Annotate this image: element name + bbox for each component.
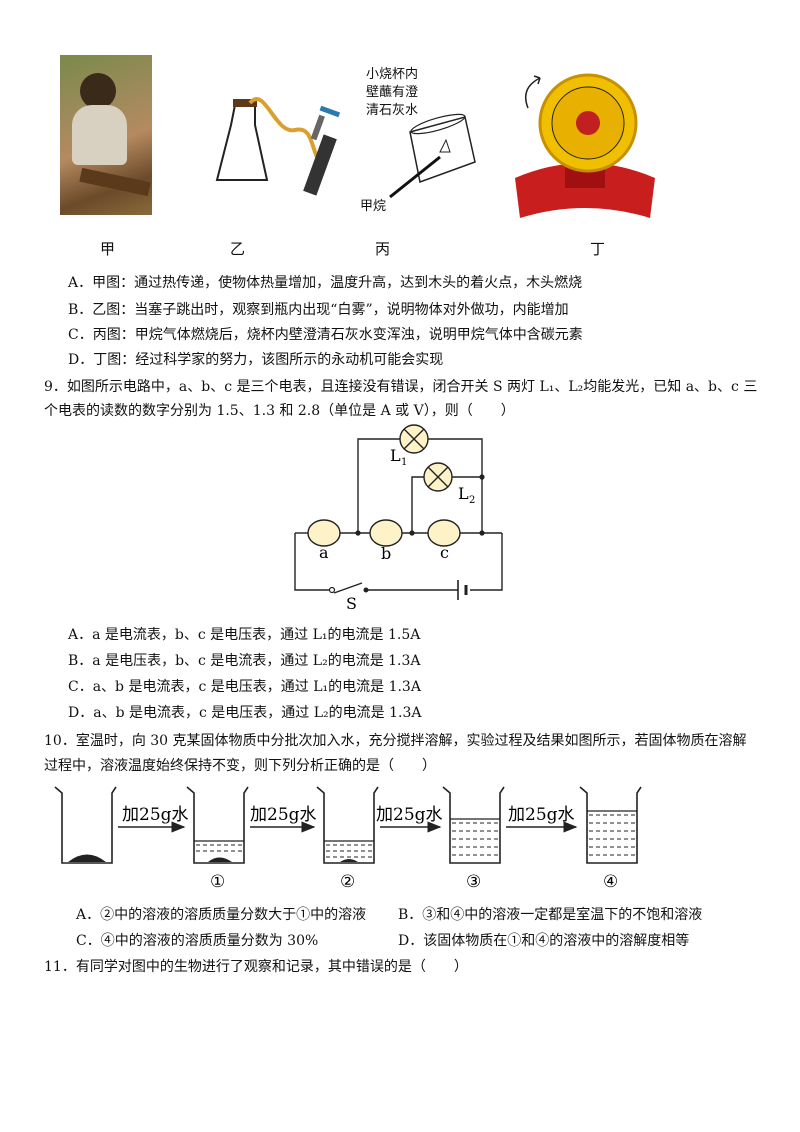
meter-b-icon — [369, 519, 403, 547]
switch-label: S — [346, 594, 357, 613]
lamp-l1-label: L — [390, 446, 401, 465]
figure-ding-wheel — [515, 73, 655, 218]
arrow-label-3: 加25g水 — [376, 805, 443, 825]
q9-circuit-diagram: L 1 L 2 a b c S — [294, 424, 503, 613]
figure-bing-note-2: 壁蘸有澄 — [366, 85, 419, 100]
lamp-l2-label: L — [458, 484, 469, 503]
figure-jia-photo — [60, 55, 152, 215]
q10-dissolution-diagram: 加25g水 加25g水 加25g水 加25g水 ① ② ③ ④ — [54, 786, 642, 892]
beaker-label-4: ④ — [603, 872, 618, 892]
q9-option-a: A．a 是电流表，b、c 是电压表，通过 L₁的电流是 1.5A — [68, 627, 421, 643]
q9-stem-line1: 9．如图所示电路中，a、b、c 是三个电表，且连接没有错误，闭合开关 S 两灯 … — [44, 379, 758, 395]
lamp-l1-icon — [399, 424, 429, 454]
q10-option-b: B．③和④中的溶液一定都是室温下的不饱和溶液 — [398, 907, 703, 923]
arrow-label-4: 加25g水 — [508, 805, 575, 825]
lamp-l2-icon — [423, 462, 453, 492]
q10-stem-line2: 过程中，溶液温度始终保持不变，则下列分析正确的是（ ） — [44, 758, 436, 774]
figure-bing-beaker — [389, 113, 476, 199]
figure-label-bing: 丙 — [375, 240, 391, 258]
figure-label-ding: 丁 — [590, 240, 606, 258]
q11-stem: 11．有同学对图中的生物进行了观察和记录，其中错误的是（ ） — [44, 959, 468, 975]
beaker-label-1: ① — [210, 872, 225, 892]
q9-option-c: C．a、b 是电流表，c 是电压表，通过 L₁的电流是 1.3A — [68, 679, 421, 695]
q10-option-a: A．②中的溶液的溶质质量分数大于①中的溶液 — [76, 907, 367, 923]
q9-option-d: D．a、b 是电流表，c 是电压表，通过 L₂的电流是 1.3A — [68, 705, 422, 721]
q10-option-d: D．该固体物质在①和④的溶液中的溶解度相等 — [398, 933, 690, 949]
figure-label-yi: 乙 — [230, 240, 246, 258]
arrow-label-2: 加25g水 — [250, 805, 317, 825]
q10-stem-line1: 10．室温时，向 30 克某固体物质中分批次加入水，充分搅拌溶解，实验过程及结果… — [44, 733, 747, 749]
meter-c-label: c — [440, 543, 449, 562]
q9-option-b: B．a 是电压表，b、c 是电流表，通过 L₂的电流是 1.3A — [68, 653, 421, 669]
q8-option-a: A．甲图：通过热传递，使物体热量增加，温度升高，达到木头的着火点，木头燃烧 — [68, 275, 583, 291]
figure-bing-note-3: 清石灰水 — [366, 103, 419, 118]
meter-b-label: b — [381, 544, 391, 563]
q8-option-c: C．丙图：甲烷气体燃烧后，烧杯内壁澄清石灰水变浑浊，说明甲烷气体中含碳元素 — [68, 327, 583, 343]
figure-label-jia: 甲 — [100, 240, 116, 258]
meter-a-label: a — [319, 543, 329, 562]
q8-option-d: D．丁图：经过科学家的努力，该图所示的永动机可能会实现 — [68, 352, 444, 368]
lamp-l2-subscript: 2 — [469, 495, 475, 506]
figure-yi-flask-pump — [215, 97, 341, 196]
figure-bing-gas-label: 甲烷 — [360, 199, 387, 214]
q10-option-c: C．④中的溶液的溶质质量分数为 30% — [76, 933, 319, 949]
meter-c-icon — [427, 519, 461, 547]
q9-stem-line2: 个电表的读数的数字分别为 1.5、1.3 和 2.8（单位是 A 或 V），则（… — [44, 403, 515, 419]
q8-option-b: B．乙图：当塞子跳出时，观察到瓶内出现“白雾”，说明物体对外做功，内能增加 — [68, 302, 569, 318]
figure-bing-note-1: 小烧杯内 — [366, 67, 419, 82]
beaker-label-2: ② — [340, 872, 355, 892]
meter-a-icon — [307, 519, 341, 547]
beaker-label-3: ③ — [466, 872, 481, 892]
arrow-label-1: 加25g水 — [122, 805, 189, 825]
lamp-l1-subscript: 1 — [401, 457, 407, 468]
